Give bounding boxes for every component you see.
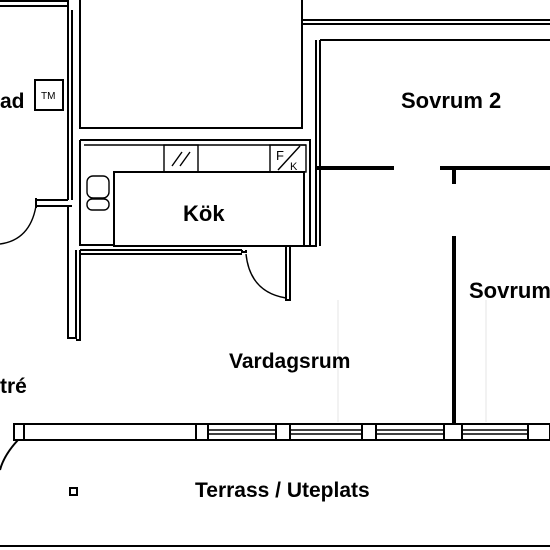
top-left-walls [0, 0, 550, 129]
room-label-sovrum2: Sovrum 2 [401, 88, 501, 113]
fk-f-label: F [276, 148, 284, 163]
room-label-sovrum: Sovrum [469, 278, 550, 303]
room-label-terrass: Terrass / Uteplats [195, 479, 370, 502]
kitchen-walls [76, 39, 550, 341]
tm-appliance: TM [34, 79, 64, 111]
tm-label: TM [41, 91, 55, 102]
bedroom-walls [316, 166, 550, 425]
left-walls [35, 6, 77, 339]
room-label-vardagsrum: Vardagsrum [229, 350, 350, 373]
facade [13, 423, 550, 441]
fk-k-label: K [290, 161, 298, 173]
bathroom-door [0, 205, 37, 245]
room-label-entre: tré [0, 375, 27, 398]
kitchen-door [241, 246, 291, 301]
terrace [0, 439, 550, 547]
room-label-bad: ad [0, 90, 25, 113]
faint-lines [337, 300, 487, 422]
room-label-kok: Kök [183, 201, 225, 226]
